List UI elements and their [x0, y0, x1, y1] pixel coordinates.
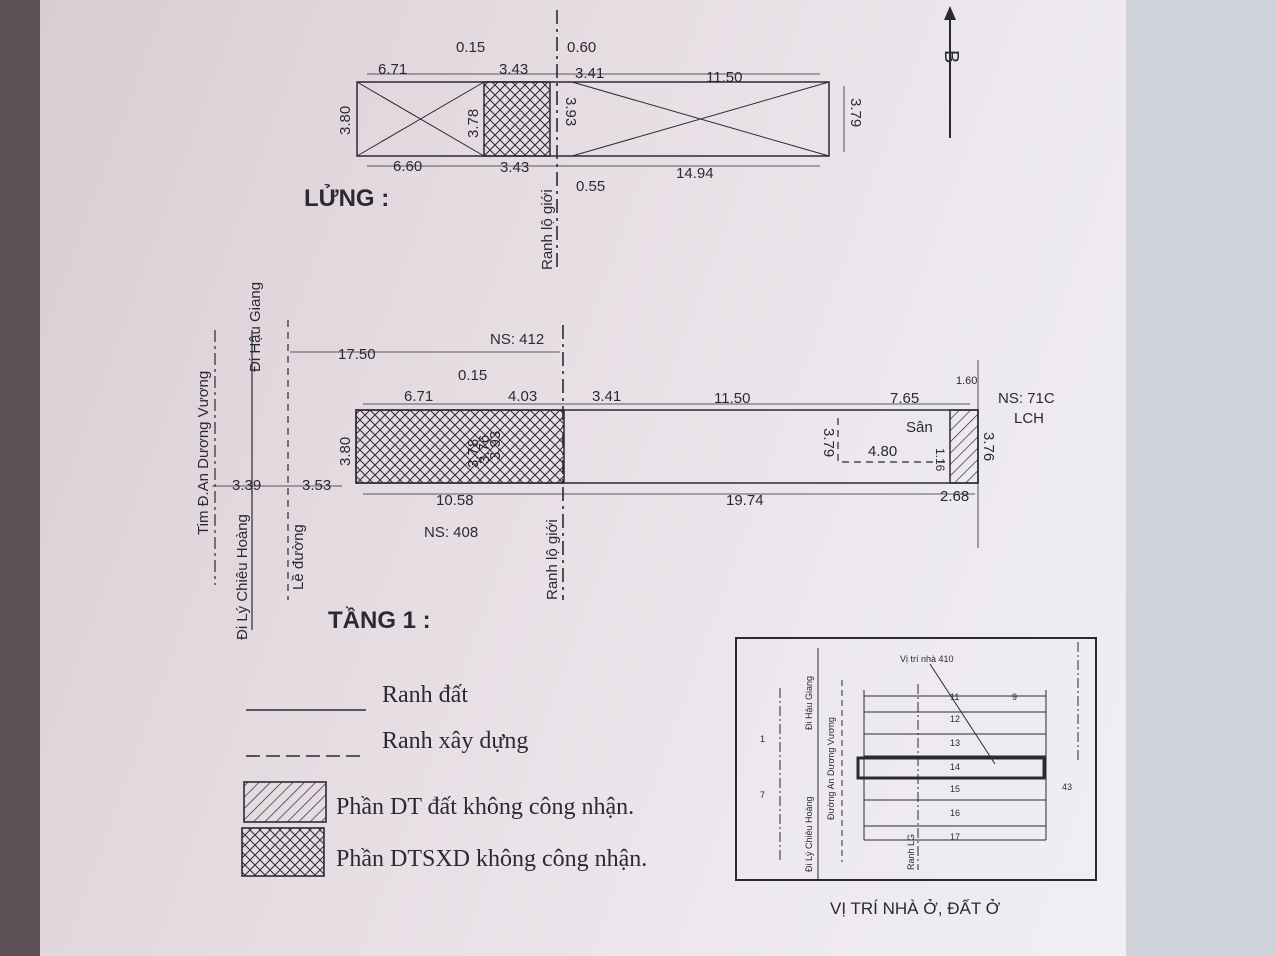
- location-house-marker: Vị trí nhà 410: [900, 654, 954, 664]
- legend-land-unrecognized: Phần DT đất không công nhận.: [336, 794, 634, 820]
- ground-dim-bottom-1: 10.58: [436, 492, 474, 509]
- north-letter: B: [940, 50, 962, 63]
- ground-height-1: 3.80: [337, 437, 354, 466]
- ground-dim-bottom-3: 2.68: [940, 488, 969, 505]
- mez-dim-top-1: 6.71: [378, 61, 407, 78]
- street-an-duong-vuong: Tim Đ.An Dương Vương: [195, 371, 212, 535]
- mez-dim-top-4: 0.60: [567, 39, 596, 56]
- extra-9: 9: [1012, 692, 1017, 702]
- ground-height-3: 3.76: [476, 435, 493, 464]
- ground-dim-top-2: 0.15: [458, 367, 487, 384]
- mezzanine-boundary-label: Ranh lộ giới: [539, 189, 556, 270]
- mezzanine-unrecognized-area: [483, 81, 551, 157]
- yard-build-line: [837, 418, 948, 463]
- ground-floor-plan: [212, 320, 979, 630]
- ground-height-5: 3.79: [820, 428, 837, 457]
- ground-dim-top-1: 6.71: [404, 388, 433, 405]
- map-road-hau-giang: Đi Hậu Giang: [804, 676, 814, 730]
- ns-top: NS: 412: [490, 331, 544, 348]
- legend-build-swatch: [241, 827, 325, 877]
- street-le-duong: Lề đường: [290, 524, 307, 590]
- ground-dim-top-3: 4.03: [508, 388, 537, 405]
- mez-dim-bottom-1: 6.60: [393, 158, 422, 175]
- location-map-frame: [735, 637, 1097, 881]
- yard-width: 4.80: [868, 443, 897, 460]
- street-hau-giang: Đi Hậu Giang: [247, 282, 264, 372]
- mez-dim-bottom-3: 0.55: [576, 178, 605, 195]
- mez-height-3: 3.93: [562, 97, 579, 126]
- map-road-an-duong-vuong: Đường An Dương Vương: [826, 717, 836, 820]
- lot-17: 17: [950, 832, 960, 842]
- mez-dim-top-3: 3.43: [499, 61, 528, 78]
- ns-bottom: NS: 408: [424, 524, 478, 541]
- lot-14: 14: [950, 762, 960, 772]
- mez-height-4: 3.79: [847, 98, 864, 127]
- street-ly-chieu-hoang: Đi Lý Chiêu Hoàng: [234, 514, 251, 640]
- legend: [241, 709, 366, 877]
- ground-dim-bottom-2: 19.74: [726, 492, 764, 509]
- legend-land-boundary: Ranh đất: [382, 682, 468, 708]
- ground-height-6: 1.16: [933, 448, 947, 472]
- map-road-ranh-lg: Ranh LG: [906, 834, 916, 870]
- mez-dim-bottom-2: 3.43: [500, 159, 529, 176]
- location-map: [735, 637, 1097, 881]
- mez-dim-top-5: 3.41: [575, 65, 604, 82]
- mezzanine-title: LỬNG :: [304, 183, 389, 212]
- ns-right-sub: LCH: [1014, 410, 1044, 427]
- right-background: [1126, 0, 1276, 956]
- ground-boundary-label: Ranh lộ giới: [544, 519, 561, 600]
- extra-1: 1: [760, 734, 765, 744]
- lot-16: 16: [950, 808, 960, 818]
- ground-dim-top-4: 3.41: [592, 388, 621, 405]
- ground-dim-top-5: 11.50: [714, 390, 750, 407]
- legend-build-boundary: Ranh xây dựng: [382, 728, 528, 754]
- lot-15: 15: [950, 784, 960, 794]
- lot-12: 12: [950, 714, 960, 724]
- street-dim-1: 3.39: [232, 477, 261, 494]
- extra-43: 43: [1062, 782, 1072, 792]
- ground-total-front: 17.50: [338, 346, 376, 363]
- north-arrow-icon: [944, 6, 956, 138]
- map-road-ly-chieu-hoang: Đi Lý Chiêu Hoàng: [804, 796, 814, 872]
- legend-build-unrecognized: Phần DTSXD không công nhận.: [336, 846, 647, 872]
- ground-height-2: 3.78: [465, 439, 482, 468]
- street-dim-2: 3.53: [302, 477, 331, 494]
- ground-dim-top-7: 1.60: [956, 375, 977, 387]
- mez-dim-top-2: 0.15: [456, 39, 485, 56]
- lot-13: 13: [950, 738, 960, 748]
- ground-height-7: 3.76: [980, 432, 997, 461]
- ground-height-4: 3.93: [487, 431, 504, 460]
- location-highlight-lot: [856, 756, 1046, 780]
- mezzanine-plan: [356, 10, 845, 270]
- mezzanine-outline: [356, 81, 830, 157]
- mez-height-2: 3.78: [465, 109, 482, 138]
- document-page: [40, 0, 1130, 956]
- yard-label: Sân: [906, 419, 933, 436]
- ground-dim-top-6: 7.65: [890, 390, 919, 407]
- extra-7: 7: [760, 790, 765, 800]
- ns-right: NS: 71C: [998, 390, 1055, 407]
- legend-land-swatch: [243, 781, 327, 823]
- location-map-caption: VỊ TRÍ NHÀ Ở, ĐẤT Ở: [830, 899, 1001, 918]
- mez-height-1: 3.80: [337, 106, 354, 135]
- mez-dim-top-6: 11.50: [706, 69, 742, 86]
- ground-unrecognized-land-area: [949, 409, 979, 484]
- mez-dim-bottom-4: 14.94: [676, 165, 714, 182]
- lot-11: 11: [950, 692, 959, 702]
- ground-title: TẦNG 1 :: [328, 606, 431, 634]
- ground-unrecognized-build-area: [355, 409, 565, 484]
